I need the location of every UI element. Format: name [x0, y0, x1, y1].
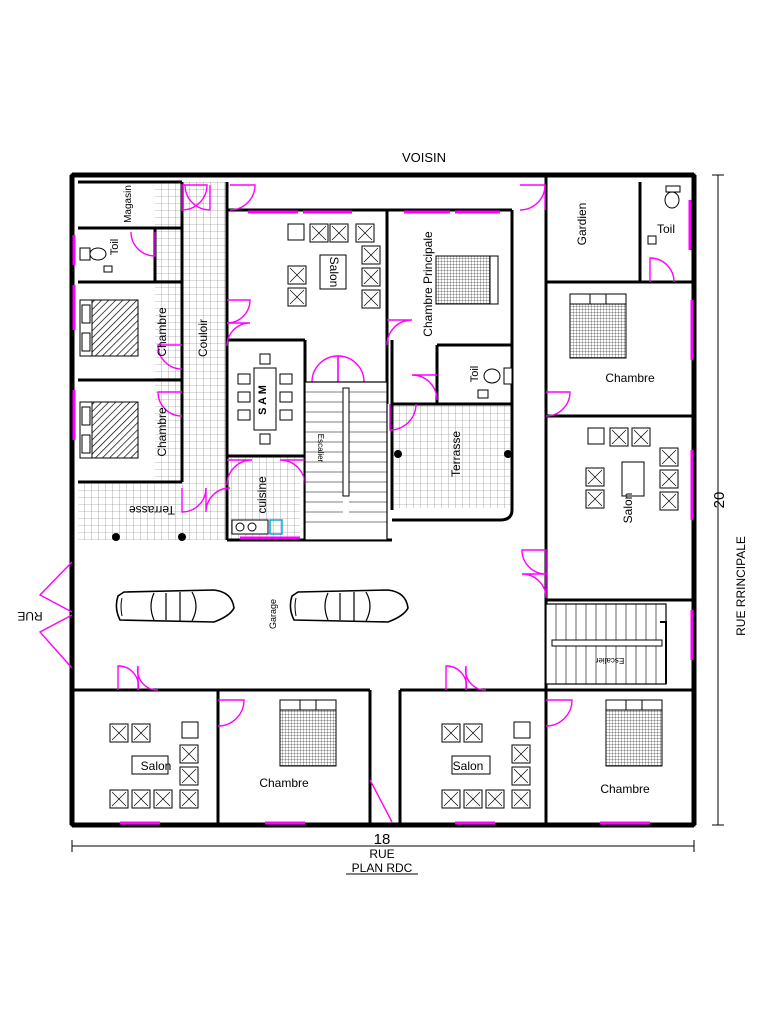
label-terrasse-left: Terrasse	[129, 503, 175, 517]
label-chambre-left-top: Chambre	[155, 307, 169, 357]
label-sam: S A M	[257, 385, 269, 415]
label-couloir: Couloir	[196, 319, 210, 357]
doors	[38, 184, 675, 823]
sofa-salon-bottom-right-icon	[441, 721, 531, 809]
sofa-salon-right-icon	[585, 427, 679, 511]
toilet-icon	[79, 247, 113, 273]
label-garage: Garage	[268, 599, 278, 629]
label-cuisine: cuisine	[255, 476, 269, 514]
bed-icon	[279, 699, 337, 767]
label-terrasse-center: Terrasse	[449, 431, 463, 477]
label-chambre-principale: Chambre Principale	[421, 231, 435, 337]
stair-right	[545, 603, 667, 685]
bed-icon	[569, 293, 627, 359]
label-plan-title: PLAN RDC	[352, 861, 413, 875]
bed-icon	[605, 699, 663, 767]
toilet-icon	[477, 367, 513, 399]
label-dim-width: 18	[374, 831, 391, 848]
bed-icon	[435, 255, 499, 305]
bed-icon	[79, 401, 139, 459]
label-escalier-right: Escalier	[595, 656, 624, 665]
label-chambre-bottom-left: Chambre	[259, 776, 309, 790]
label-voisin: VOISIN	[402, 150, 446, 165]
label-escalier-center: Escalier	[316, 434, 325, 463]
label-dim-height: 20	[711, 492, 728, 509]
terrasse-center-floor	[392, 404, 512, 508]
column-markers	[112, 450, 512, 541]
label-chambre-bottom-right: Chambre	[600, 782, 650, 796]
label-salon-right: Salon	[621, 493, 635, 524]
label-salon-bottom-left: Salon	[141, 759, 172, 773]
terrasse-left-floor	[78, 482, 226, 540]
label-magasin: Magasin	[123, 185, 134, 223]
dimension-lines	[71, 174, 724, 852]
label-toil-right: Toil	[657, 222, 675, 236]
car-icon	[115, 589, 235, 623]
couloir-floor	[155, 182, 227, 522]
interior-walls	[70, 175, 694, 825]
label-rue-left: RUE	[17, 609, 42, 623]
label-gardien: Gardien	[575, 203, 589, 246]
bed-icon	[79, 299, 139, 357]
label-chambre-right: Chambre	[605, 371, 655, 385]
car-icon	[289, 589, 409, 623]
label-salon-top: Salon	[327, 257, 341, 288]
stair-center	[304, 381, 388, 541]
label-toil-left: Toil	[109, 239, 121, 256]
label-chambre-left-bottom: Chambre	[155, 407, 169, 457]
label-toil-center: Toil	[469, 366, 481, 383]
kitchen-counter-icon	[231, 519, 283, 535]
label-rue-principale: RUE RRINCIPALE	[734, 536, 748, 636]
label-salon-bottom-right: Salon	[453, 759, 484, 773]
sofa-salon-bottom-left-icon	[109, 721, 199, 809]
outer-walls	[69, 172, 697, 828]
dining-table-icon	[237, 353, 293, 445]
toilet-icon	[647, 185, 681, 245]
label-rue-bottom: RUE	[369, 847, 394, 861]
sofa-salon-top-icon	[287, 223, 381, 309]
